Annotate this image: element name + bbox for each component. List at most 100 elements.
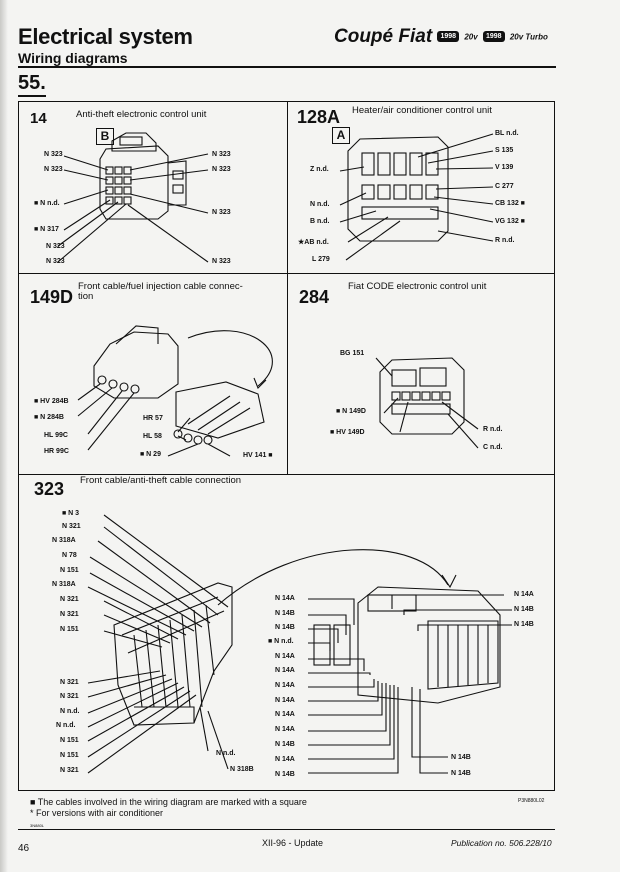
- pin-label: N 318A: [52, 537, 76, 544]
- pin-label: Z n.d.: [310, 166, 329, 173]
- pin-label: N 318A: [52, 581, 76, 588]
- connector-title: Front cable/anti-theft cable connection: [80, 475, 242, 486]
- publication-number: Publication no. 506.228/10: [451, 838, 552, 848]
- year-badge-1: 1998: [437, 31, 460, 43]
- connector-code: 128A: [297, 107, 341, 127]
- pin-label: N 14A: [514, 591, 534, 598]
- version-1: 20v: [464, 32, 478, 42]
- pin-label: N 323: [212, 166, 231, 173]
- pin-label: N 14B: [451, 754, 471, 761]
- pin-label: N 151: [60, 737, 79, 744]
- frame-divider-1: [18, 273, 555, 275]
- pin-label: N n.d.: [56, 722, 76, 729]
- connector-title: Heater/air conditioner control unit: [352, 105, 492, 116]
- pin-label: N 321: [60, 611, 79, 618]
- pin-label: N 14A: [275, 667, 295, 674]
- pin-label: N 14A: [275, 682, 295, 689]
- brand-block: Coupé Fiat 1998 20v 1998 20v Turbo: [334, 26, 548, 48]
- connector-title-cont: tion: [78, 291, 94, 302]
- update-label: XII-96 - Update: [262, 838, 324, 848]
- pin-label: R n.d.: [483, 426, 503, 433]
- connector-149d-drawing: [77, 325, 273, 457]
- pin-label: N 321: [60, 596, 79, 603]
- pin-label: N 321: [60, 679, 79, 686]
- pin-label: HL 99C: [44, 432, 68, 439]
- pin-label: ■ N 317: [34, 226, 59, 233]
- view-letter: B: [96, 128, 114, 145]
- pin-label: N 14A: [275, 653, 295, 660]
- header-rule: [18, 66, 556, 68]
- pin-label: CB 132 ■: [495, 200, 525, 207]
- section-title: Electrical system: [18, 24, 193, 49]
- legend-square-note: ■ The cables involved in the wiring diag…: [30, 797, 307, 807]
- pin-label: ■ N 284B: [34, 414, 64, 421]
- connector-code: 284: [299, 287, 330, 307]
- pin-label: HL 58: [143, 433, 162, 440]
- pin-label: N 14B: [451, 770, 471, 777]
- connector-code: 149D: [30, 287, 74, 307]
- pin-label: BL n.d.: [495, 130, 519, 137]
- brand-name: Coupé Fiat: [334, 26, 433, 47]
- pin-label: V 139: [495, 164, 514, 171]
- pin-label: N 78: [62, 552, 77, 559]
- pin-label: VG 132 ■: [495, 218, 525, 225]
- pin-label: ■ HV 149D: [330, 429, 365, 436]
- frame-divider-vertical: [287, 101, 289, 475]
- pin-label: N 323: [212, 209, 231, 216]
- pin-label: N 321: [60, 767, 79, 774]
- view-letter: A: [332, 127, 350, 144]
- figure-reference: P3N880L02: [518, 798, 545, 804]
- pin-label: N 151: [60, 567, 79, 574]
- frame-divider-2: [18, 474, 555, 476]
- diagram-frame: [18, 101, 555, 791]
- pin-label: N 323: [44, 151, 63, 158]
- year-badge-2: 1998: [482, 31, 505, 43]
- pin-label: R n.d.: [495, 237, 515, 244]
- pin-label: ■ HV 284B: [34, 398, 69, 405]
- pin-label: HV 141 ■: [243, 452, 273, 459]
- diagram-number: 55.: [18, 72, 46, 94]
- pin-label: L 279: [312, 256, 330, 263]
- connector-284-drawing: [375, 357, 479, 449]
- pin-label: N 318B: [230, 766, 254, 773]
- pin-label: HR 99C: [44, 448, 69, 455]
- diagram-number-rule: [18, 95, 46, 97]
- pin-label: N n.d.: [60, 708, 80, 715]
- pin-label: N n.d.: [310, 201, 330, 208]
- legend-asterisk-note: * For versions with air conditioner: [30, 808, 164, 818]
- section-subtitle: Wiring diagrams: [18, 50, 128, 66]
- pin-label: ★AB n.d.: [298, 239, 329, 246]
- pin-label: N 323: [46, 258, 65, 265]
- pin-label: N 14B: [514, 621, 534, 628]
- pin-label: ■ N n.d.: [34, 200, 60, 207]
- pin-label: N 14B: [275, 741, 295, 748]
- pin-label: ■ N n.d.: [268, 638, 294, 645]
- pin-label: N 14B: [275, 610, 295, 617]
- version-2: 20v Turbo: [509, 32, 548, 42]
- pin-label: N 14A: [275, 756, 295, 763]
- pin-label: HR 57: [143, 415, 163, 422]
- pin-label: N 323: [212, 258, 231, 265]
- pin-label: N 323: [212, 151, 231, 158]
- connector-128a-drawing: [339, 133, 494, 261]
- connector-code: 14: [30, 110, 47, 127]
- pin-label: C n.d.: [483, 444, 503, 451]
- pin-label: N 14A: [275, 697, 295, 704]
- connector-title: Front cable/fuel injection cable connec-: [78, 281, 243, 292]
- connector-323-drawing: [87, 514, 512, 774]
- pin-label: N 323: [44, 166, 63, 173]
- pin-label: N 151: [60, 752, 79, 759]
- pin-label: ■ N 149D: [336, 408, 366, 415]
- connector-title: Fiat CODE electronic control unit: [348, 281, 487, 292]
- connector-14-drawing: [57, 132, 209, 263]
- pin-label: N 14B: [514, 606, 534, 613]
- connector-title: Anti-theft electronic control unit: [76, 109, 207, 120]
- page-number: 46: [18, 843, 30, 854]
- pin-label: ■ N 29: [140, 451, 161, 458]
- pin-label: N n.d.: [216, 750, 236, 757]
- pin-label: N 321: [60, 693, 79, 700]
- pin-label: N 151: [60, 626, 79, 633]
- page-shadow: [0, 0, 8, 872]
- pin-label: N 14B: [275, 771, 295, 778]
- footer-rule: [18, 829, 555, 831]
